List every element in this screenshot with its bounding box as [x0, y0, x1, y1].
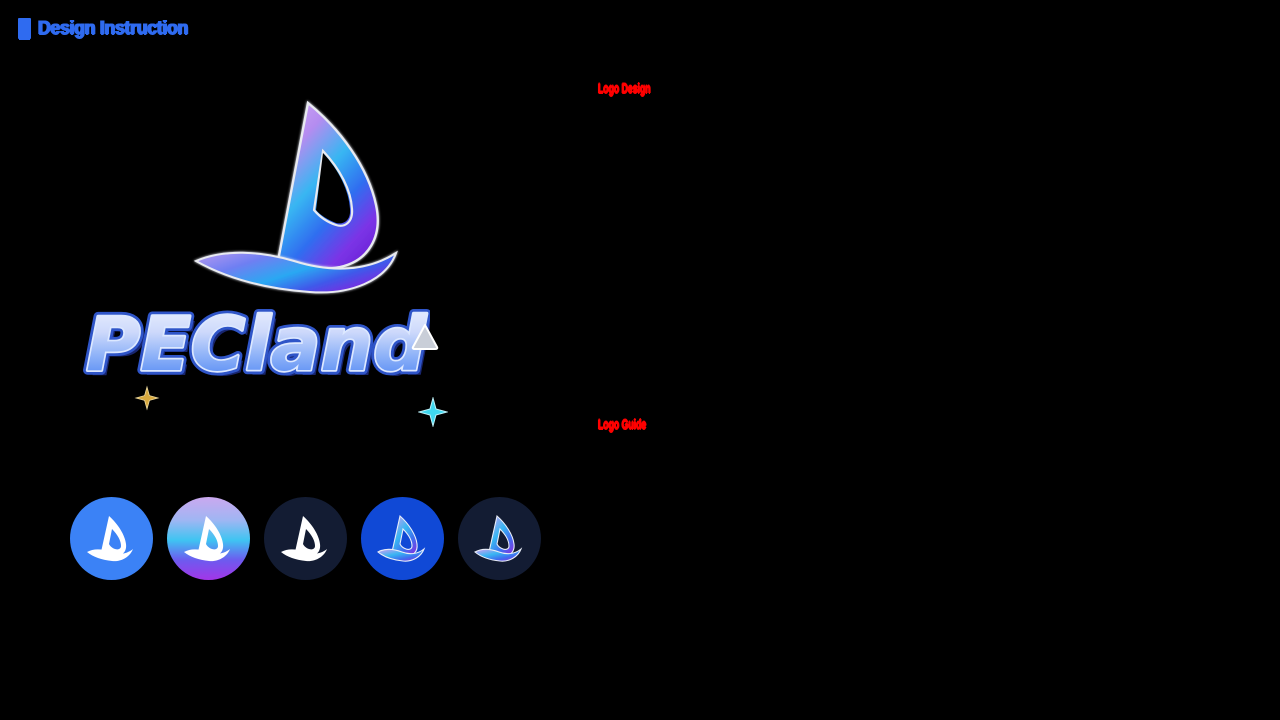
sail-mark-icon: [190, 85, 430, 305]
blue-square-icon: [18, 17, 31, 39]
annotation-logo-usage: Logo Guide: [598, 416, 647, 432]
icon-variation-4-royal-blue-color[interactable]: [361, 497, 444, 580]
logo-board: PECland PECland PECland PECland: [0, 60, 560, 620]
icon-variation-2-gradient[interactable]: [167, 497, 250, 580]
icon-variation-1-blue-solid[interactable]: [70, 497, 153, 580]
sail-glyph-white: [280, 515, 327, 561]
sparkle-cyan-icon: [418, 397, 448, 427]
sail-glyph-gradient: [473, 514, 522, 562]
sail-glyph-white: [183, 515, 230, 561]
svg-text:PECland: PECland: [86, 302, 427, 388]
icon-variation-3-navy-white[interactable]: [264, 497, 347, 580]
right-pane-empty: [700, 0, 1280, 720]
primary-logo-block: PECland PECland PECland PECland: [60, 85, 480, 427]
sparkle-gold-icon: [134, 385, 160, 411]
sail-glyph-gradient: [376, 514, 425, 562]
app-header: Design Instruction: [18, 14, 199, 42]
brand-wordmark: PECland PECland PECland PECland: [70, 290, 431, 395]
annotation-logo-design: Logo Design: [598, 80, 651, 96]
svg-text:PECland: PECland: [86, 302, 427, 388]
svg-text:PECland: PECland: [86, 302, 427, 388]
icon-variation-5-navy-color[interactable]: [458, 497, 541, 580]
sparkle-white-triangle-icon: [408, 320, 442, 354]
svg-text:PECland: PECland: [91, 307, 430, 393]
sail-glyph-white: [86, 515, 133, 561]
page-title: Design Instruction: [38, 17, 189, 39]
icon-variation-strip: [70, 497, 541, 580]
